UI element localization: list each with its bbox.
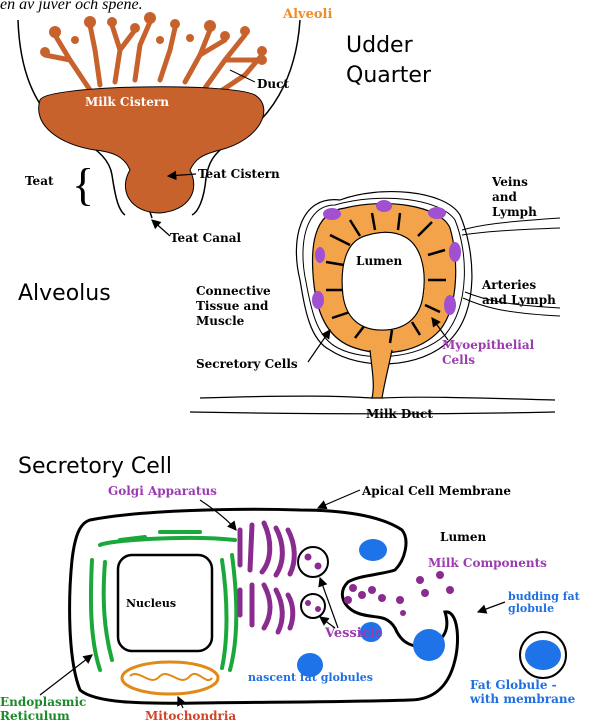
apical-arrow <box>318 490 360 508</box>
er-arrow <box>40 655 92 695</box>
label-milk-components: Milk Components <box>428 556 547 570</box>
label-fat-globule-2: with membrane <box>469 692 576 706</box>
label-milk-cistern: Milk Cistern <box>85 95 169 109</box>
label-secretory-cells: Secretory Cells <box>196 357 298 371</box>
label-veins-2: and <box>492 190 518 204</box>
label-teat-canal: Teat Canal <box>170 231 242 245</box>
label-duct: Duct <box>257 77 289 91</box>
label-teat: Teat <box>25 174 54 188</box>
label-budding-2: globule <box>508 602 554 615</box>
caption-fragment: en av juver och spene. <box>0 0 143 13</box>
label-myoepithelial-1: Myoepithelial <box>442 338 535 352</box>
label-arteries-2: and Lymph <box>482 293 556 307</box>
label-er-1: Endoplasmic <box>0 695 86 709</box>
label-nascent: nascent fat globules <box>248 671 373 684</box>
golgi-arrow <box>200 500 236 530</box>
label-vessicle: Vessicle <box>324 626 383 641</box>
label-apical: Apical Cell Membrane <box>361 484 511 498</box>
label-connective-2: Tissue and <box>196 299 269 313</box>
teat-canal-arrow <box>152 220 170 236</box>
secretory-cells-arrow <box>308 330 330 362</box>
label-connective-3: Muscle <box>196 314 245 328</box>
label-lumen-alveolus: Lumen <box>356 254 402 268</box>
alveolus-title: Alveolus <box>18 281 111 306</box>
label-alveoli: Alveoli <box>282 7 332 22</box>
label-nucleus: Nucleus <box>126 597 176 610</box>
label-teat-cistern: Teat Cistern <box>198 167 280 181</box>
label-mitochondria: Mitochondria <box>145 709 236 723</box>
label-golgi: Golgi Apparatus <box>108 484 217 498</box>
udder-title-line1: Udder <box>346 33 414 58</box>
secretory-cell-title: Secretory Cell <box>18 454 172 479</box>
udder-title-line2: Quarter <box>346 63 432 88</box>
label-lumen-cell: Lumen <box>440 530 486 544</box>
alveoli-bulbs <box>40 12 267 65</box>
label-arteries-1: Arteries <box>481 278 536 292</box>
label-fat-globule-1: Fat Globule - <box>470 678 557 692</box>
label-veins-1: Veins <box>491 175 528 189</box>
label-myoepithelial-2: Cells <box>442 353 475 367</box>
label-er-2: Reticulum <box>0 709 70 723</box>
alveoli-tree <box>45 22 262 95</box>
label-connective-1: Connective <box>196 284 271 298</box>
teat-brace: { <box>72 159 94 210</box>
label-milk-duct: Milk Duct <box>366 407 433 421</box>
budding-arrow <box>478 602 505 612</box>
label-veins-3: Lymph <box>492 205 537 219</box>
udder-quarter-drawing <box>18 12 300 218</box>
